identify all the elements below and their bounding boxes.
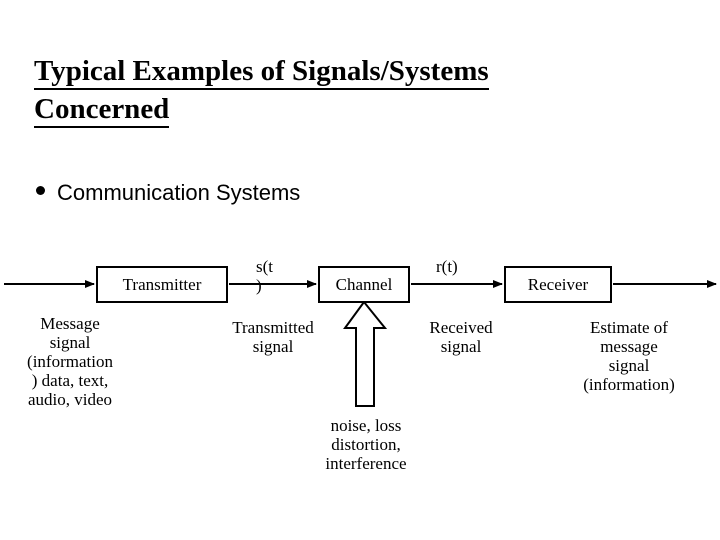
page-title-line-2-text: Concerned	[34, 93, 170, 128]
block-channel-label: Channel	[335, 274, 393, 294]
caption-message-line-4: ) data, text,	[31, 371, 109, 390]
caption-transmitted-line-2: signal	[252, 337, 294, 356]
signal-label-s-of-t-line-1: s(t	[256, 257, 273, 276]
signal-label-s-of-t-line-2: )	[256, 276, 262, 295]
caption-received-signal: Received signal	[398, 318, 524, 356]
caption-message-line-5: audio, video	[27, 390, 113, 409]
caption-message-line-1: Message	[40, 314, 100, 333]
signal-label-r-of-t: r(t)	[436, 257, 476, 276]
block-transmitter-label: Transmitter	[122, 274, 202, 294]
signal-label-s-of-t: s(t )	[256, 257, 302, 295]
caption-transmitted-line-1: Transmitted	[232, 318, 314, 337]
page-title-line-2: Concerned	[34, 90, 694, 128]
caption-noise-loss: noise, loss distortion, interference	[290, 416, 442, 473]
caption-estimate-line-4: (information)	[583, 375, 675, 394]
diagram-connectors	[4, 280, 717, 407]
communication-system-diagram: Transmitter Channel Receiver s(t ) r(t) …	[0, 236, 720, 536]
block-receiver-label: Receiver	[527, 274, 589, 294]
caption-estimate-of-message: Estimate of message signal (information)	[540, 318, 718, 394]
block-transmitter[interactable]: Transmitter	[96, 266, 228, 303]
caption-noise-line-2: distortion,	[331, 435, 401, 454]
caption-message-line-2: signal	[49, 333, 91, 352]
caption-received-line-1: Received	[429, 318, 493, 337]
page-title: Typical Examples of Signals/Systems Conc…	[34, 52, 694, 128]
caption-noise-line-3: interference	[325, 454, 407, 473]
caption-noise-line-1: noise, loss	[330, 416, 402, 435]
caption-message-line-3: (information	[27, 352, 113, 371]
caption-estimate-line-3: signal	[608, 356, 650, 375]
bullet-item-communication-systems: Communication Systems	[36, 180, 300, 206]
caption-transmitted-signal: Transmitted signal	[202, 318, 344, 356]
bullet-dot-icon	[36, 186, 45, 195]
page-title-line-1: Typical Examples of Signals/Systems	[34, 52, 694, 90]
signal-label-r-of-t-line-1: r(t)	[436, 257, 458, 276]
caption-estimate-line-2: message	[600, 337, 658, 356]
caption-message-signal: Message signal (information ) data, text…	[0, 314, 140, 409]
bullet-item-label: Communication Systems	[57, 180, 301, 205]
page-title-line-1-text: Typical Examples of Signals/Systems	[34, 55, 489, 90]
block-receiver[interactable]: Receiver	[504, 266, 612, 303]
block-channel[interactable]: Channel	[318, 266, 410, 303]
caption-received-line-2: signal	[440, 337, 482, 356]
arrow-noise-into-channel	[343, 300, 388, 407]
caption-estimate-line-1: Estimate of	[590, 318, 668, 337]
